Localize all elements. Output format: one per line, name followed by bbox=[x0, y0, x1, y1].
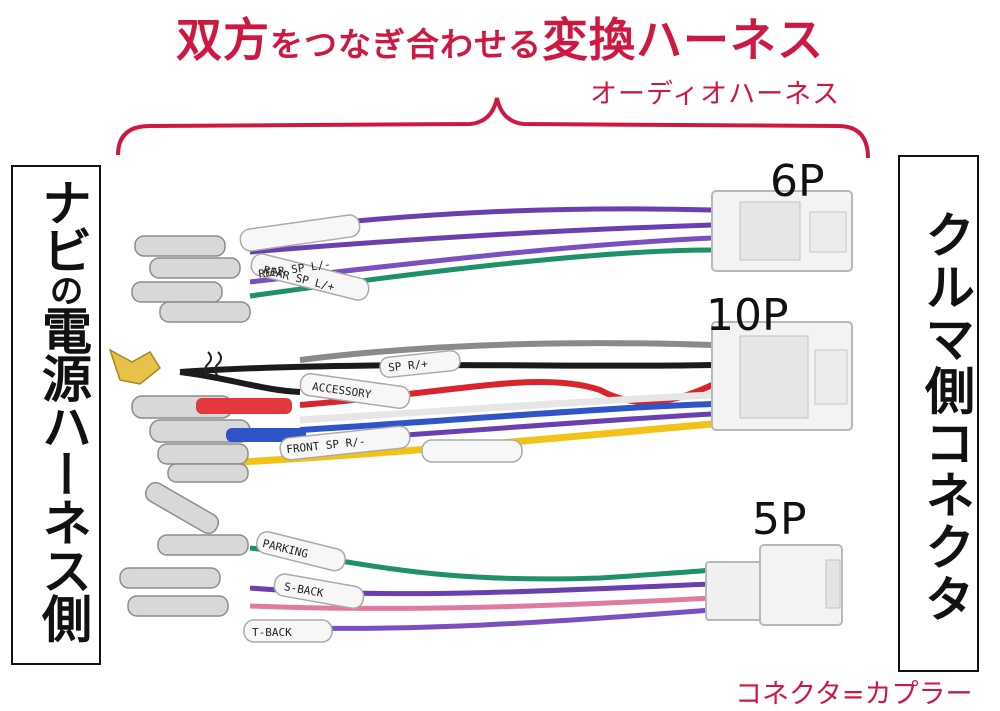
label-10p: 10P bbox=[706, 290, 789, 341]
terminal bbox=[167, 463, 249, 483]
page-title: 双方をつなぎ合わせる変換ハーネス bbox=[0, 4, 1000, 70]
wire-pink bbox=[249, 595, 713, 611]
harness-6p bbox=[131, 190, 853, 323]
noise-mark bbox=[204, 351, 222, 377]
subtitle: オーディオハーネス bbox=[590, 79, 841, 110]
title-part-1: 双方 bbox=[176, 13, 270, 67]
terminal bbox=[134, 235, 226, 257]
connector-5p-body bbox=[759, 544, 843, 626]
wire-black bbox=[179, 362, 713, 375]
terminal bbox=[149, 257, 241, 279]
tag-sp-r-plus: SP R/+ bbox=[388, 357, 429, 374]
navi-side-panel: ナビの電源ハーネス側 bbox=[11, 165, 101, 665]
connector-6p-latch bbox=[739, 201, 801, 261]
sleeve bbox=[279, 425, 411, 461]
terminal bbox=[159, 301, 251, 323]
navi-text-part-3: 電源ハーネス側 bbox=[34, 305, 92, 641]
connector-5p-face bbox=[825, 559, 841, 609]
sleeve bbox=[239, 214, 361, 252]
sleeve bbox=[256, 531, 346, 572]
connector-10p-detail bbox=[814, 349, 848, 405]
terminal bbox=[144, 481, 220, 535]
sleeve bbox=[379, 350, 461, 378]
title-part-3: 変換ハーネス bbox=[542, 13, 824, 67]
navi-text-part-2: の bbox=[43, 273, 83, 305]
ground-fork-terminal bbox=[108, 348, 161, 385]
terminal bbox=[119, 567, 221, 589]
terminal bbox=[127, 595, 229, 617]
sleeve bbox=[250, 253, 370, 301]
wire-white bbox=[299, 391, 713, 424]
sleeve bbox=[273, 573, 365, 609]
red-sleeve bbox=[196, 398, 292, 414]
harness-5p bbox=[119, 481, 843, 643]
curly-brace bbox=[116, 97, 870, 159]
car-side-text: クルマ側コネクタ bbox=[917, 209, 975, 625]
footer-note: コネクタ=カプラー bbox=[735, 679, 973, 710]
label-5p: 5P bbox=[752, 494, 807, 545]
car-side-panel: クルマ側コネクタ bbox=[898, 155, 979, 672]
terminal bbox=[157, 443, 249, 465]
navi-text-part-1: ナビ bbox=[34, 177, 92, 273]
terminal bbox=[157, 534, 249, 556]
sleeve bbox=[421, 439, 523, 463]
wire-gray bbox=[299, 340, 713, 363]
wire-purple bbox=[249, 222, 713, 255]
connector-6p-detail bbox=[809, 211, 847, 253]
terminal bbox=[131, 281, 223, 303]
harness-10p bbox=[108, 321, 853, 483]
connector-5p bbox=[705, 561, 769, 621]
label-6p: 6P bbox=[770, 156, 825, 207]
wire-black-ground bbox=[179, 369, 301, 395]
tag-t-back: T-BACK bbox=[252, 626, 292, 639]
sleeve bbox=[299, 372, 411, 410]
navi-side-text: ナビの電源ハーネス側 bbox=[27, 177, 99, 641]
wire-blue bbox=[299, 401, 713, 433]
title-part-2: をつなぎ合わせる bbox=[270, 25, 542, 64]
sleeve bbox=[243, 619, 333, 643]
connector-10p-latch bbox=[739, 335, 809, 419]
